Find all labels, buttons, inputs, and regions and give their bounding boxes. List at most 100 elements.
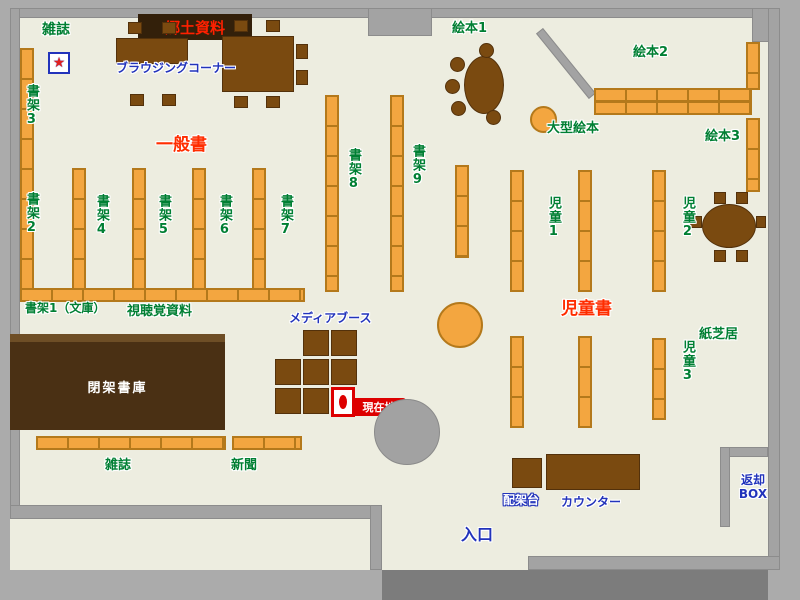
label-picture-books-2: 絵本2 (633, 45, 669, 60)
wall-entrance-left (370, 505, 382, 570)
label-shelf-3: 書架3 (23, 84, 39, 128)
label-return-box-line2: BOX (738, 486, 768, 501)
label-children-1: 児童1 (545, 196, 561, 240)
label-shelf-2: 書架2 (23, 192, 39, 236)
bookshelf-5 (132, 168, 146, 292)
bookshelf-audiovisual (20, 288, 305, 302)
label-children-3: 児童3 (679, 340, 695, 384)
label-picture-books-1: 絵本1 (452, 21, 488, 36)
label-media-booth: メディアブース (289, 311, 372, 325)
media-booth-seat (331, 359, 357, 385)
label-return-box-line1: 返却 (740, 473, 765, 487)
media-booth-seat (303, 388, 329, 414)
chair (714, 250, 726, 262)
browsing-table-a (116, 38, 188, 64)
large-picturebook-stand (530, 106, 557, 133)
label-magazines-bottom: 雑誌 (105, 458, 132, 473)
bookshelf-center (455, 165, 469, 258)
label-magazines-top: 雑誌 (42, 22, 70, 38)
chair (714, 192, 726, 204)
media-booth-seat (331, 330, 357, 356)
bookshelf-newspapers (232, 436, 302, 450)
label-shelf-8: 書架8 (345, 148, 361, 192)
star-icon: ★ (52, 55, 66, 71)
chair (266, 96, 280, 108)
media-booth-seat (275, 359, 301, 385)
bookshelf-children-3c (652, 338, 666, 420)
label-shelf-9: 書架9 (409, 144, 425, 188)
chair (128, 22, 142, 34)
local-materials-label: 郷土資料 (164, 18, 225, 37)
wall-bottom-left (10, 505, 372, 519)
bookshelf-children-3b (578, 336, 592, 428)
chair (736, 192, 748, 204)
pillar (374, 399, 440, 465)
label-picture-books-3: 絵本3 (705, 129, 741, 144)
label-return-box: 返却 BOX (726, 473, 780, 502)
label-children-2: 児童2 (679, 196, 695, 240)
wall-left (10, 8, 20, 519)
current-location-dot (339, 395, 347, 409)
label-shelf-1-bunko: 書架1（文庫） (25, 301, 106, 315)
chair (162, 22, 176, 34)
bookshelf-children-1b (578, 170, 592, 292)
label-children-books: 児童書 (561, 299, 612, 319)
stool (450, 57, 465, 72)
label-kamishibai: 紙芝居 (699, 327, 739, 342)
chair (162, 94, 176, 106)
picturebook-table (464, 56, 504, 114)
label-shelving-cart: 配架台 (503, 493, 540, 507)
label-counter: カウンター (561, 495, 622, 509)
bookshelf-magazines (36, 436, 226, 450)
label-large-picture-books: 大型絵本 (547, 121, 600, 136)
label-entrance: 入口 (461, 525, 494, 544)
entrance-mat (382, 570, 768, 600)
wall-returnbox-left (720, 447, 730, 527)
chair (130, 94, 144, 106)
bookshelf-6 (192, 168, 206, 292)
media-booth-seat (303, 330, 329, 356)
shelving-cart-table (512, 458, 542, 488)
media-booth-seat (303, 359, 329, 385)
chair (296, 44, 308, 59)
label-general-books: 一般書 (156, 135, 207, 155)
bookshelf-right-top (746, 42, 760, 90)
chair (690, 216, 702, 228)
bookshelf-7 (252, 168, 266, 292)
bookshelf-children-2 (652, 170, 666, 292)
stool (479, 43, 494, 58)
chair (756, 216, 766, 228)
children-table (702, 204, 756, 248)
current-location-booth (331, 387, 355, 417)
wall-bottom-right (528, 556, 780, 570)
label-shelf-6: 書架6 (216, 194, 232, 238)
magazine-marker-icon: ★ (48, 52, 70, 74)
closed-stacks-label: 閉架書庫 (87, 380, 148, 396)
bookshelf-children-1a (510, 170, 524, 292)
wall-top-pillar (368, 8, 432, 36)
chair (266, 20, 280, 32)
bookshelf-right-mid (746, 118, 760, 192)
stool (486, 110, 501, 125)
bookshelf-left-wall (20, 48, 34, 292)
counter-desk (546, 454, 640, 490)
round-display-stand (437, 302, 483, 348)
label-newspapers: 新聞 (231, 458, 258, 473)
label-browsing-corner: ブラウジングコーナー (116, 61, 237, 75)
chair (296, 70, 308, 85)
label-audiovisual: 視聴覚資料 (127, 304, 193, 319)
bookshelf-9 (390, 95, 404, 292)
stool (451, 101, 466, 116)
bookshelf-4 (72, 168, 86, 292)
bookshelf-picturebooks-row1 (594, 88, 752, 102)
chair (736, 250, 748, 262)
chair (234, 96, 248, 108)
label-shelf-4: 書架4 (93, 194, 109, 238)
local-materials-shelf: 郷土資料 (138, 14, 252, 40)
label-shelf-7: 書架7 (277, 194, 293, 238)
stool (445, 79, 460, 94)
chair (234, 20, 248, 32)
bookshelf-picturebooks-row2 (594, 101, 752, 115)
bookshelf-8 (325, 95, 339, 292)
